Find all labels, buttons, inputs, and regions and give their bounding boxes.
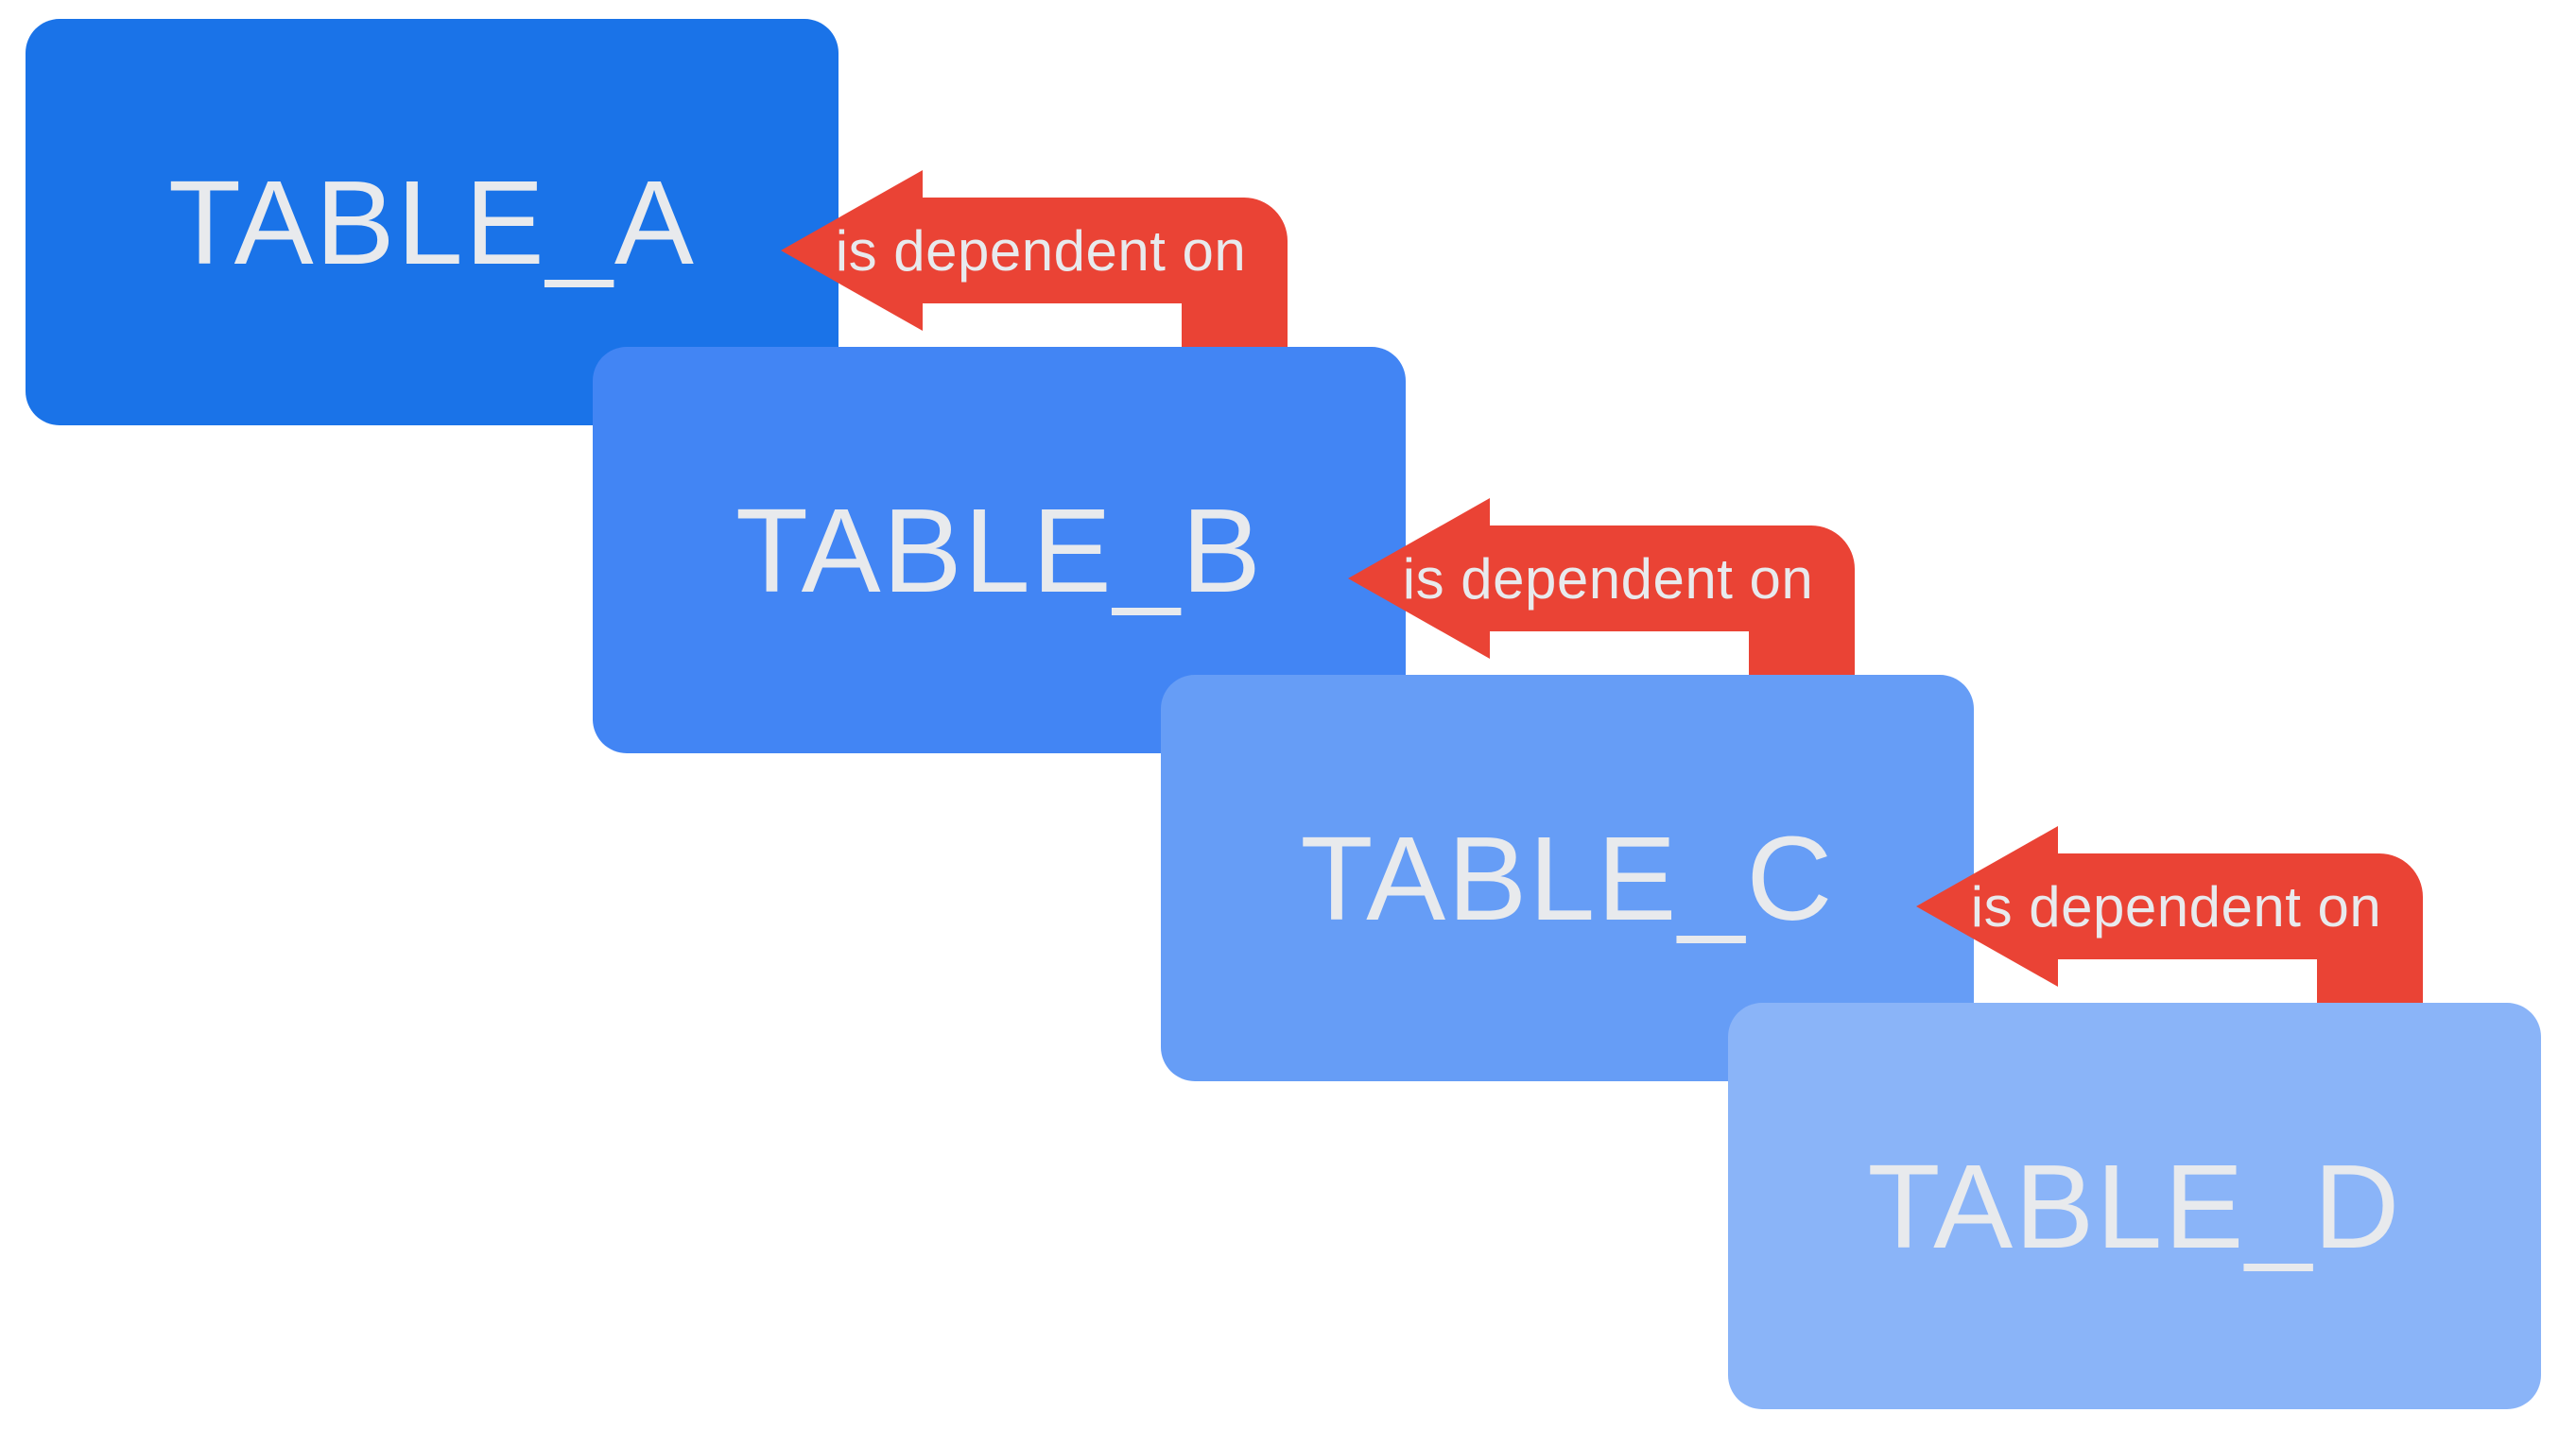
table-box-a: TABLE_A — [26, 19, 838, 425]
arrow-label: is dependent on — [1970, 874, 2382, 939]
table-label-b: TABLE_B — [735, 483, 1263, 617]
arrow-label: is dependent on — [835, 218, 1247, 283]
dependency-arrow-c-to-b: is dependent on — [1348, 498, 1855, 684]
dependency-arrow-b-to-a: is dependent on — [781, 170, 1288, 356]
table-label-d: TABLE_D — [1867, 1139, 2402, 1273]
left-arrow-icon — [781, 170, 1288, 356]
table-box-d: TABLE_D — [1728, 1003, 2541, 1409]
table-label-c: TABLE_C — [1300, 811, 1835, 945]
arrow-label: is dependent on — [1402, 546, 1814, 611]
left-arrow-icon — [1916, 826, 2423, 1012]
table-label-a: TABLE_A — [168, 155, 696, 289]
left-arrow-icon — [1348, 498, 1855, 684]
dependency-arrow-d-to-c: is dependent on — [1916, 826, 2423, 1012]
